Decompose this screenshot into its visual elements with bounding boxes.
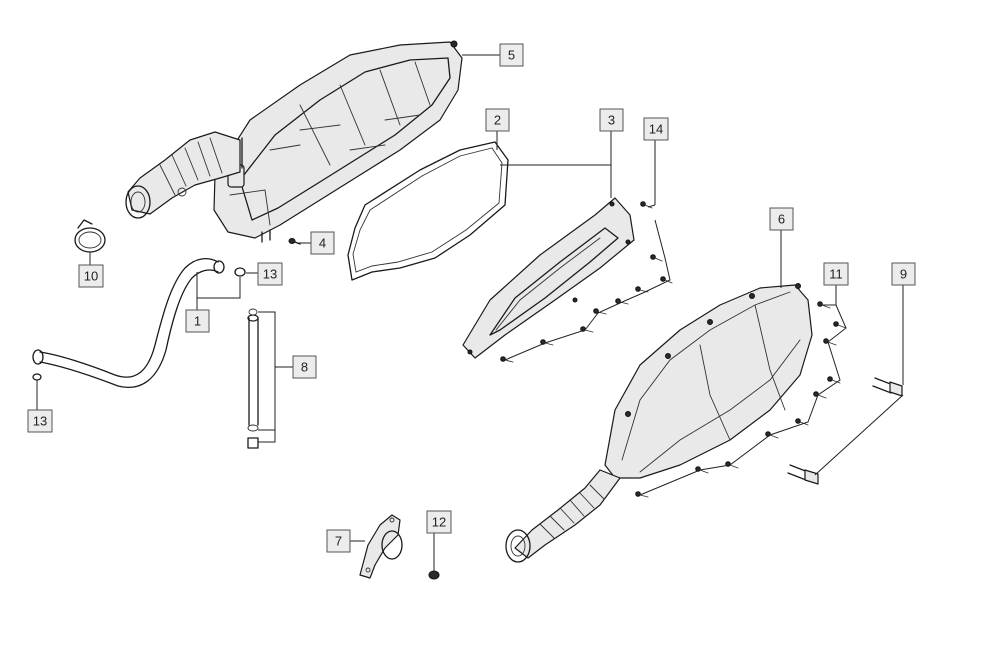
housing-gasket bbox=[347, 141, 509, 281]
callout-3: 3 bbox=[599, 108, 624, 132]
callout-9-label: 9 bbox=[900, 267, 907, 282]
callout-10-label: 10 bbox=[84, 269, 98, 284]
clip-lower bbox=[32, 373, 42, 381]
leader-lines bbox=[36, 54, 904, 572]
callout-7-label: 7 bbox=[335, 534, 342, 549]
callout-13-lower: 13 bbox=[27, 409, 53, 433]
hose-clamp bbox=[74, 219, 106, 253]
callout-1-label: 1 bbox=[194, 314, 201, 329]
callout-4: 4 bbox=[310, 231, 335, 255]
callout-1: 1 bbox=[185, 309, 210, 333]
callout-13-upper-label: 13 bbox=[263, 267, 277, 282]
drain-tube bbox=[247, 308, 259, 449]
callout-13-upper: 13 bbox=[257, 262, 283, 286]
callout-14: 14 bbox=[643, 117, 669, 141]
callout-5-label: 5 bbox=[508, 48, 515, 63]
cover-screws bbox=[635, 301, 847, 498]
callout-6: 6 bbox=[769, 207, 794, 231]
callout-13-lower-label: 13 bbox=[33, 414, 47, 429]
air-filter-cover bbox=[505, 283, 813, 563]
callout-12-label: 12 bbox=[432, 515, 446, 530]
clip-upper bbox=[234, 267, 246, 277]
callout-9: 9 bbox=[891, 262, 916, 286]
callout-2-label: 2 bbox=[494, 113, 501, 128]
callout-7: 7 bbox=[326, 529, 351, 553]
callout-14-label: 14 bbox=[649, 122, 663, 137]
callout-6-label: 6 bbox=[778, 212, 785, 227]
callout-12: 12 bbox=[426, 510, 452, 534]
fastener-12 bbox=[428, 570, 440, 580]
callout-8-label: 8 bbox=[301, 360, 308, 375]
air-filter-element bbox=[462, 197, 635, 359]
callout-11-label: 11 bbox=[829, 267, 843, 282]
mounting-bolts bbox=[787, 377, 903, 485]
callout-4-label: 4 bbox=[319, 236, 326, 251]
callout-2: 2 bbox=[485, 108, 510, 132]
callout-8: 8 bbox=[292, 355, 317, 379]
air-filter-housing bbox=[125, 40, 463, 243]
mounting-bracket bbox=[359, 514, 403, 579]
callout-11: 11 bbox=[823, 262, 849, 286]
callout-10: 10 bbox=[78, 264, 104, 288]
callout-3-label: 3 bbox=[608, 113, 615, 128]
callout-5: 5 bbox=[499, 43, 524, 67]
